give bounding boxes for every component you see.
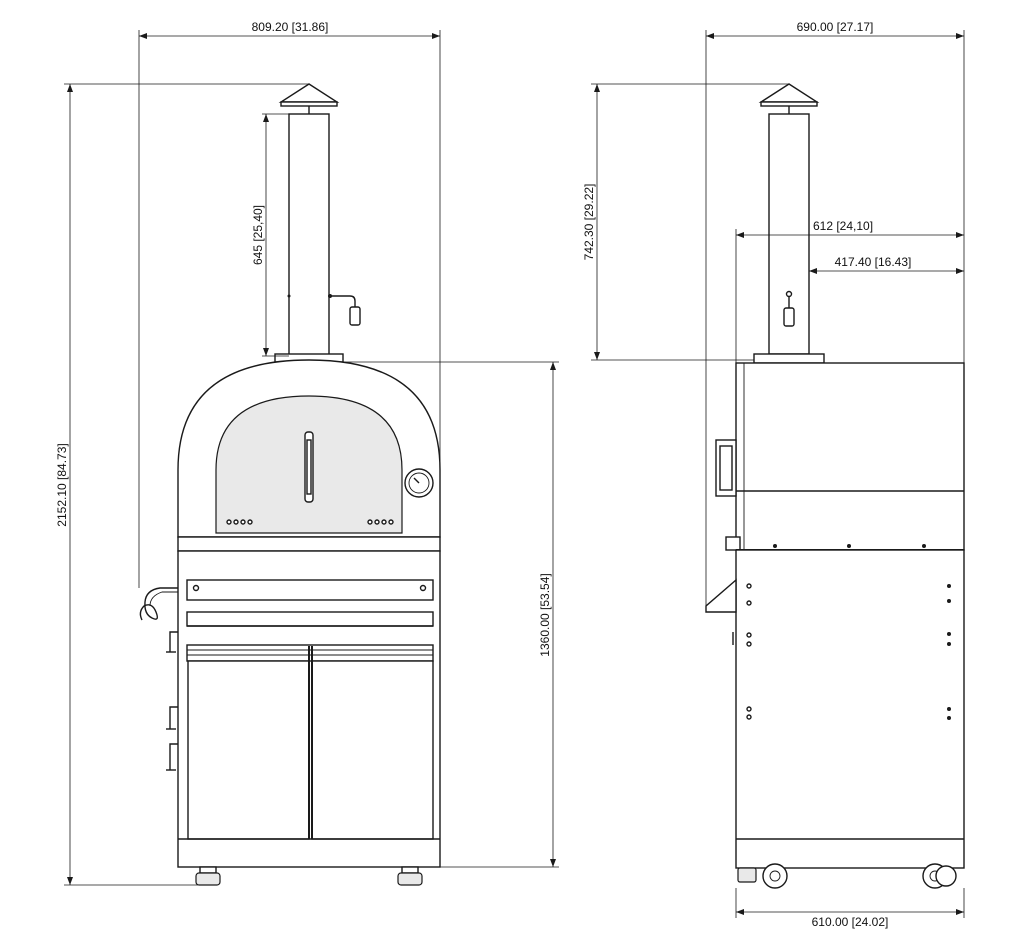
dim-top-height (591, 83, 789, 361)
label-overall-width: 809.20 [31.86] (252, 20, 329, 34)
hose-coil (139, 587, 178, 621)
dim-overall-width (138, 30, 441, 588)
side-wheels (737, 863, 957, 889)
dim-chimney-offset-inner (809, 268, 964, 274)
front-view: 809.20 [31.86] 2152.10 [84.73] 645 [25,4… (55, 20, 559, 886)
side-cart-body (705, 549, 965, 869)
label-overall-height: 2152.10 [84.73] (55, 443, 69, 526)
label-chimney-height: 645 [25,40] (251, 205, 265, 265)
dim-base-height (343, 361, 559, 868)
label-chimney-offset-inner: 417.40 [16.43] (835, 255, 912, 269)
side-damper-handle (783, 290, 795, 327)
dim-overall-height (64, 83, 309, 886)
side-chimney-cap (758, 83, 820, 114)
label-chimney-offset-outer: 612 [24,10] (813, 219, 873, 233)
label-overall-depth: 690.00 [27.17] (797, 20, 874, 34)
chimney-pipe (288, 113, 330, 357)
cart-body (177, 550, 441, 868)
dim-cart-depth (735, 888, 965, 918)
chimney-cap (278, 83, 340, 114)
front-casters (195, 866, 423, 886)
countertop (177, 536, 441, 552)
side-hooks (166, 631, 178, 771)
dim-chimney-height (262, 113, 289, 357)
damper-handle (328, 294, 361, 326)
side-oven-body (715, 362, 965, 551)
label-base-height: 1360.00 [53.54] (538, 573, 552, 656)
thermometer-gauge (404, 468, 434, 498)
side-view: 690.00 [27.17] 742.30 [29.22] 612 [24,10… (582, 20, 965, 929)
oven-dome (177, 359, 441, 538)
dim-overall-depth (705, 30, 965, 606)
label-cart-depth: 610.00 [24.02] (812, 915, 889, 929)
dim-chimney-offset-outer (735, 229, 964, 363)
label-top-height: 742.30 [29.22] (582, 184, 596, 261)
side-chimney-flange (753, 353, 825, 364)
